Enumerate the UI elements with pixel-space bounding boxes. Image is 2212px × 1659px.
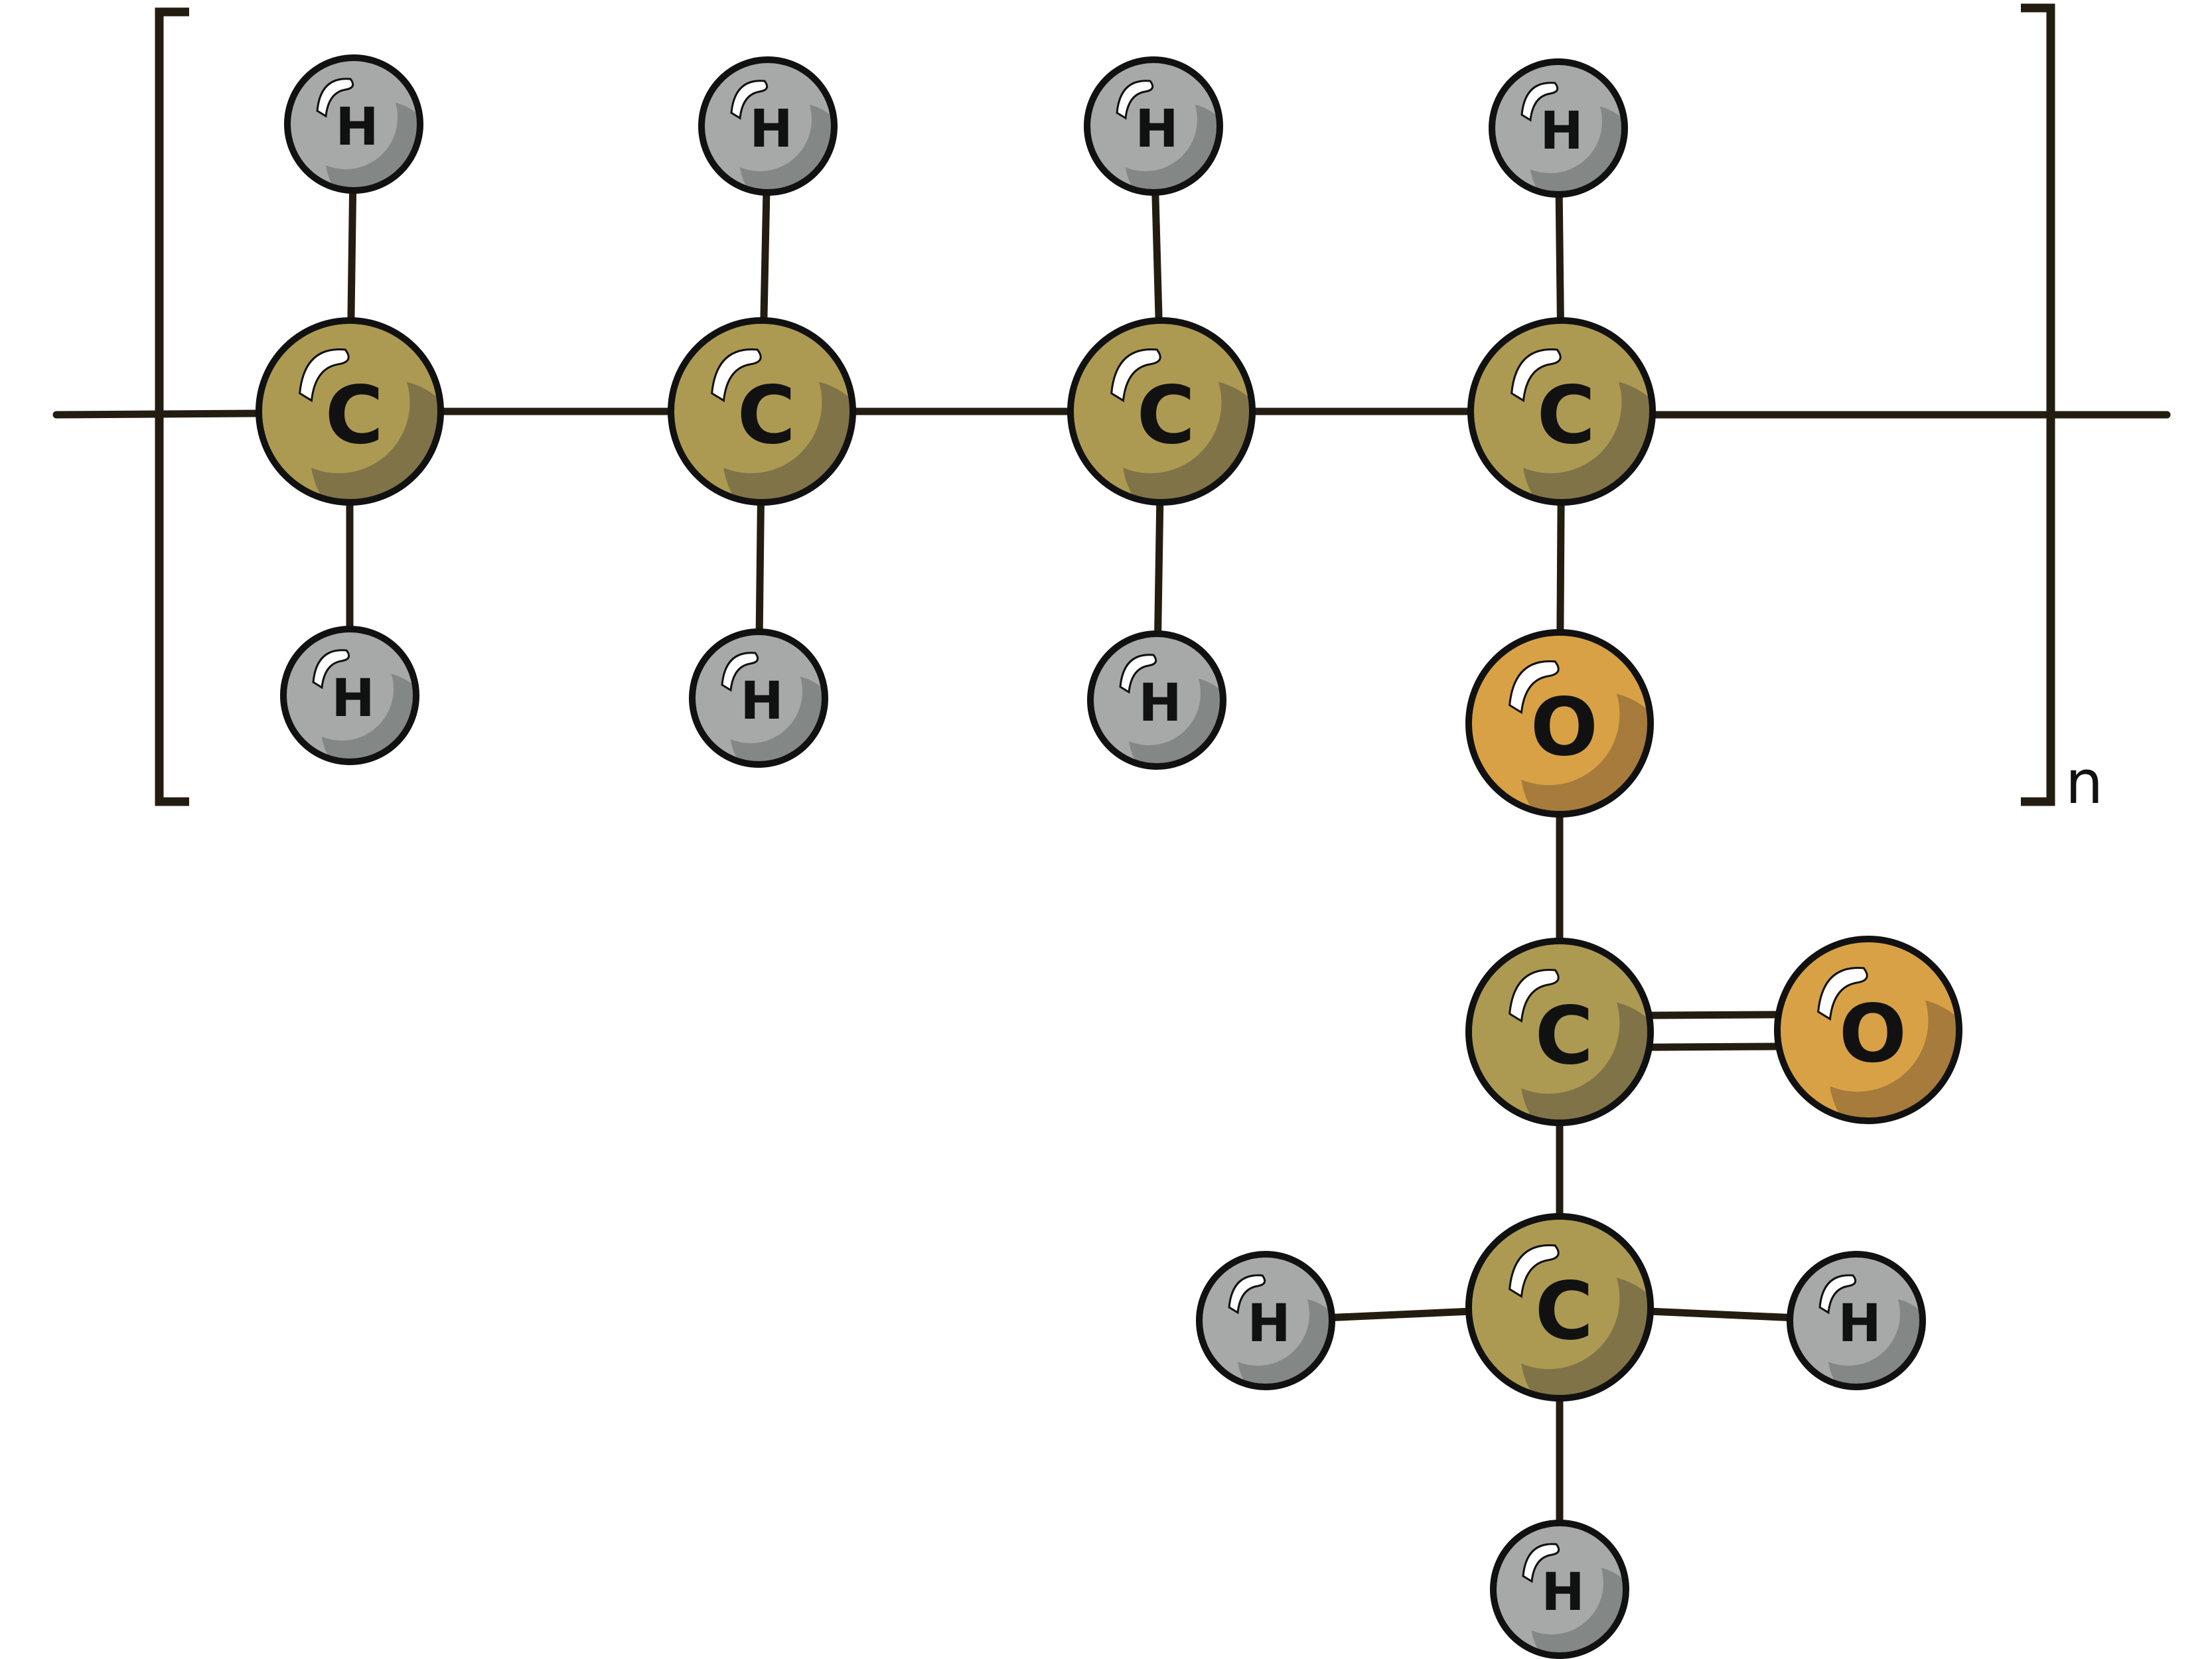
atom-symbol: C <box>737 370 796 462</box>
atom-h-h3b: H <box>1087 630 1226 770</box>
atom-highlight <box>299 348 350 403</box>
atom-lit-area <box>1477 643 1620 786</box>
atom-h-h1b: H <box>280 626 419 765</box>
atom-lit-area <box>1500 1531 1603 1634</box>
atom-symbol: H <box>1541 1563 1584 1623</box>
atom-highlight <box>1509 1244 1560 1299</box>
atom-highlight <box>316 78 354 118</box>
atom-c-c4: C <box>1467 317 1656 506</box>
atom-highlight <box>711 348 762 403</box>
atom-symbol: H <box>1838 1294 1881 1354</box>
atom-c-c3: C <box>1067 317 1256 506</box>
atom-outline <box>1490 1520 1629 1659</box>
atom-symbol: H <box>1247 1294 1290 1354</box>
atom-lit-area <box>1477 1227 1620 1370</box>
atom-outline <box>1465 938 1654 1126</box>
atom-lit-area <box>1786 950 1929 1092</box>
atom-h-h6l: H <box>1196 1251 1335 1390</box>
atom-o-o1: O <box>1465 629 1654 818</box>
atoms-layer: C C C C H H H H H H H O C O C H H H <box>256 54 1962 1659</box>
atom-lit-area <box>708 68 812 171</box>
atom-symbol: H <box>740 672 783 731</box>
atom-highlight <box>312 649 350 689</box>
atom-outline <box>1787 1251 1926 1390</box>
atom-lit-area <box>680 331 822 474</box>
atom-lit-area <box>1479 331 1622 474</box>
atom-outline <box>256 317 444 506</box>
atom-symbol: H <box>1540 102 1583 161</box>
left-bracket <box>155 7 189 806</box>
atom-outline <box>689 628 828 768</box>
atom-highlight <box>1511 348 1562 403</box>
atom-outline <box>698 56 838 196</box>
atom-highlight <box>730 80 769 120</box>
atom-c-c5: C <box>1465 938 1654 1126</box>
atom-symbol: O <box>1530 682 1598 774</box>
atom-symbol: C <box>1535 990 1593 1082</box>
atom-symbol: H <box>331 669 374 729</box>
atom-lit-area <box>290 637 394 741</box>
atom-highlight <box>1509 968 1560 1023</box>
atom-symbol: C <box>1535 1265 1593 1358</box>
atom-outline <box>1067 317 1256 506</box>
atom-h-h6b: H <box>1490 1520 1629 1659</box>
atom-lit-area <box>1079 331 1222 474</box>
atom-highlight <box>1119 654 1157 694</box>
atom-lit-area <box>1206 1262 1309 1366</box>
atom-symbol: O <box>1839 988 1907 1080</box>
atom-highlight <box>721 652 759 692</box>
repeat-unit-brackets: n <box>155 3 2103 818</box>
atom-highlight <box>1228 1274 1266 1315</box>
atom-lit-area <box>1094 68 1197 171</box>
atom-lit-area <box>294 66 398 169</box>
atom-outline <box>1467 317 1656 506</box>
atom-h-h2b: H <box>689 628 828 768</box>
atom-lit-area <box>1097 642 1201 745</box>
atom-outline <box>1774 936 1962 1124</box>
atom-outline <box>1465 1213 1654 1402</box>
atom-symbol: C <box>1537 370 1595 462</box>
atom-h-h3t: H <box>1084 56 1223 196</box>
atom-h-h2t: H <box>698 56 838 196</box>
atom-highlight <box>1520 82 1559 122</box>
atom-outline <box>1084 56 1223 196</box>
repeat-subscript: n <box>2065 748 2103 818</box>
atom-h-h6r: H <box>1787 1251 1926 1390</box>
atom-symbol: H <box>1135 100 1178 159</box>
atom-lit-area <box>1477 952 1620 1094</box>
atom-symbol: H <box>1138 674 1181 733</box>
atom-lit-area <box>699 640 802 743</box>
atom-outline <box>668 317 856 506</box>
atom-outline <box>284 54 423 194</box>
atom-highlight <box>1110 348 1161 403</box>
atom-symbol: C <box>1137 370 1195 462</box>
atom-c-c2: C <box>668 317 856 506</box>
atom-symbol: C <box>325 370 384 462</box>
atom-outline <box>280 626 419 765</box>
atom-highlight <box>1818 1274 1857 1315</box>
atom-lit-area <box>1797 1262 1900 1366</box>
atom-lit-area <box>1499 70 1602 173</box>
atom-outline <box>1196 1251 1335 1390</box>
atom-highlight <box>1817 966 1868 1021</box>
atom-outline <box>1465 629 1654 818</box>
atom-c-c1: C <box>256 317 444 506</box>
atom-highlight <box>1509 660 1560 715</box>
atom-highlight <box>1116 80 1154 120</box>
atom-c-c6: C <box>1465 1213 1654 1402</box>
atom-h-h1t: H <box>284 54 423 194</box>
atom-outline <box>1489 58 1628 198</box>
atom-o-o2: O <box>1774 936 1962 1124</box>
atom-symbol: H <box>335 98 378 157</box>
atom-highlight <box>1522 1543 1560 1583</box>
atom-h-h4t: H <box>1489 58 1628 198</box>
atom-lit-area <box>267 331 410 474</box>
atom-symbol: H <box>749 100 792 159</box>
atom-outline <box>1087 630 1226 770</box>
right-bracket <box>2021 3 2055 806</box>
